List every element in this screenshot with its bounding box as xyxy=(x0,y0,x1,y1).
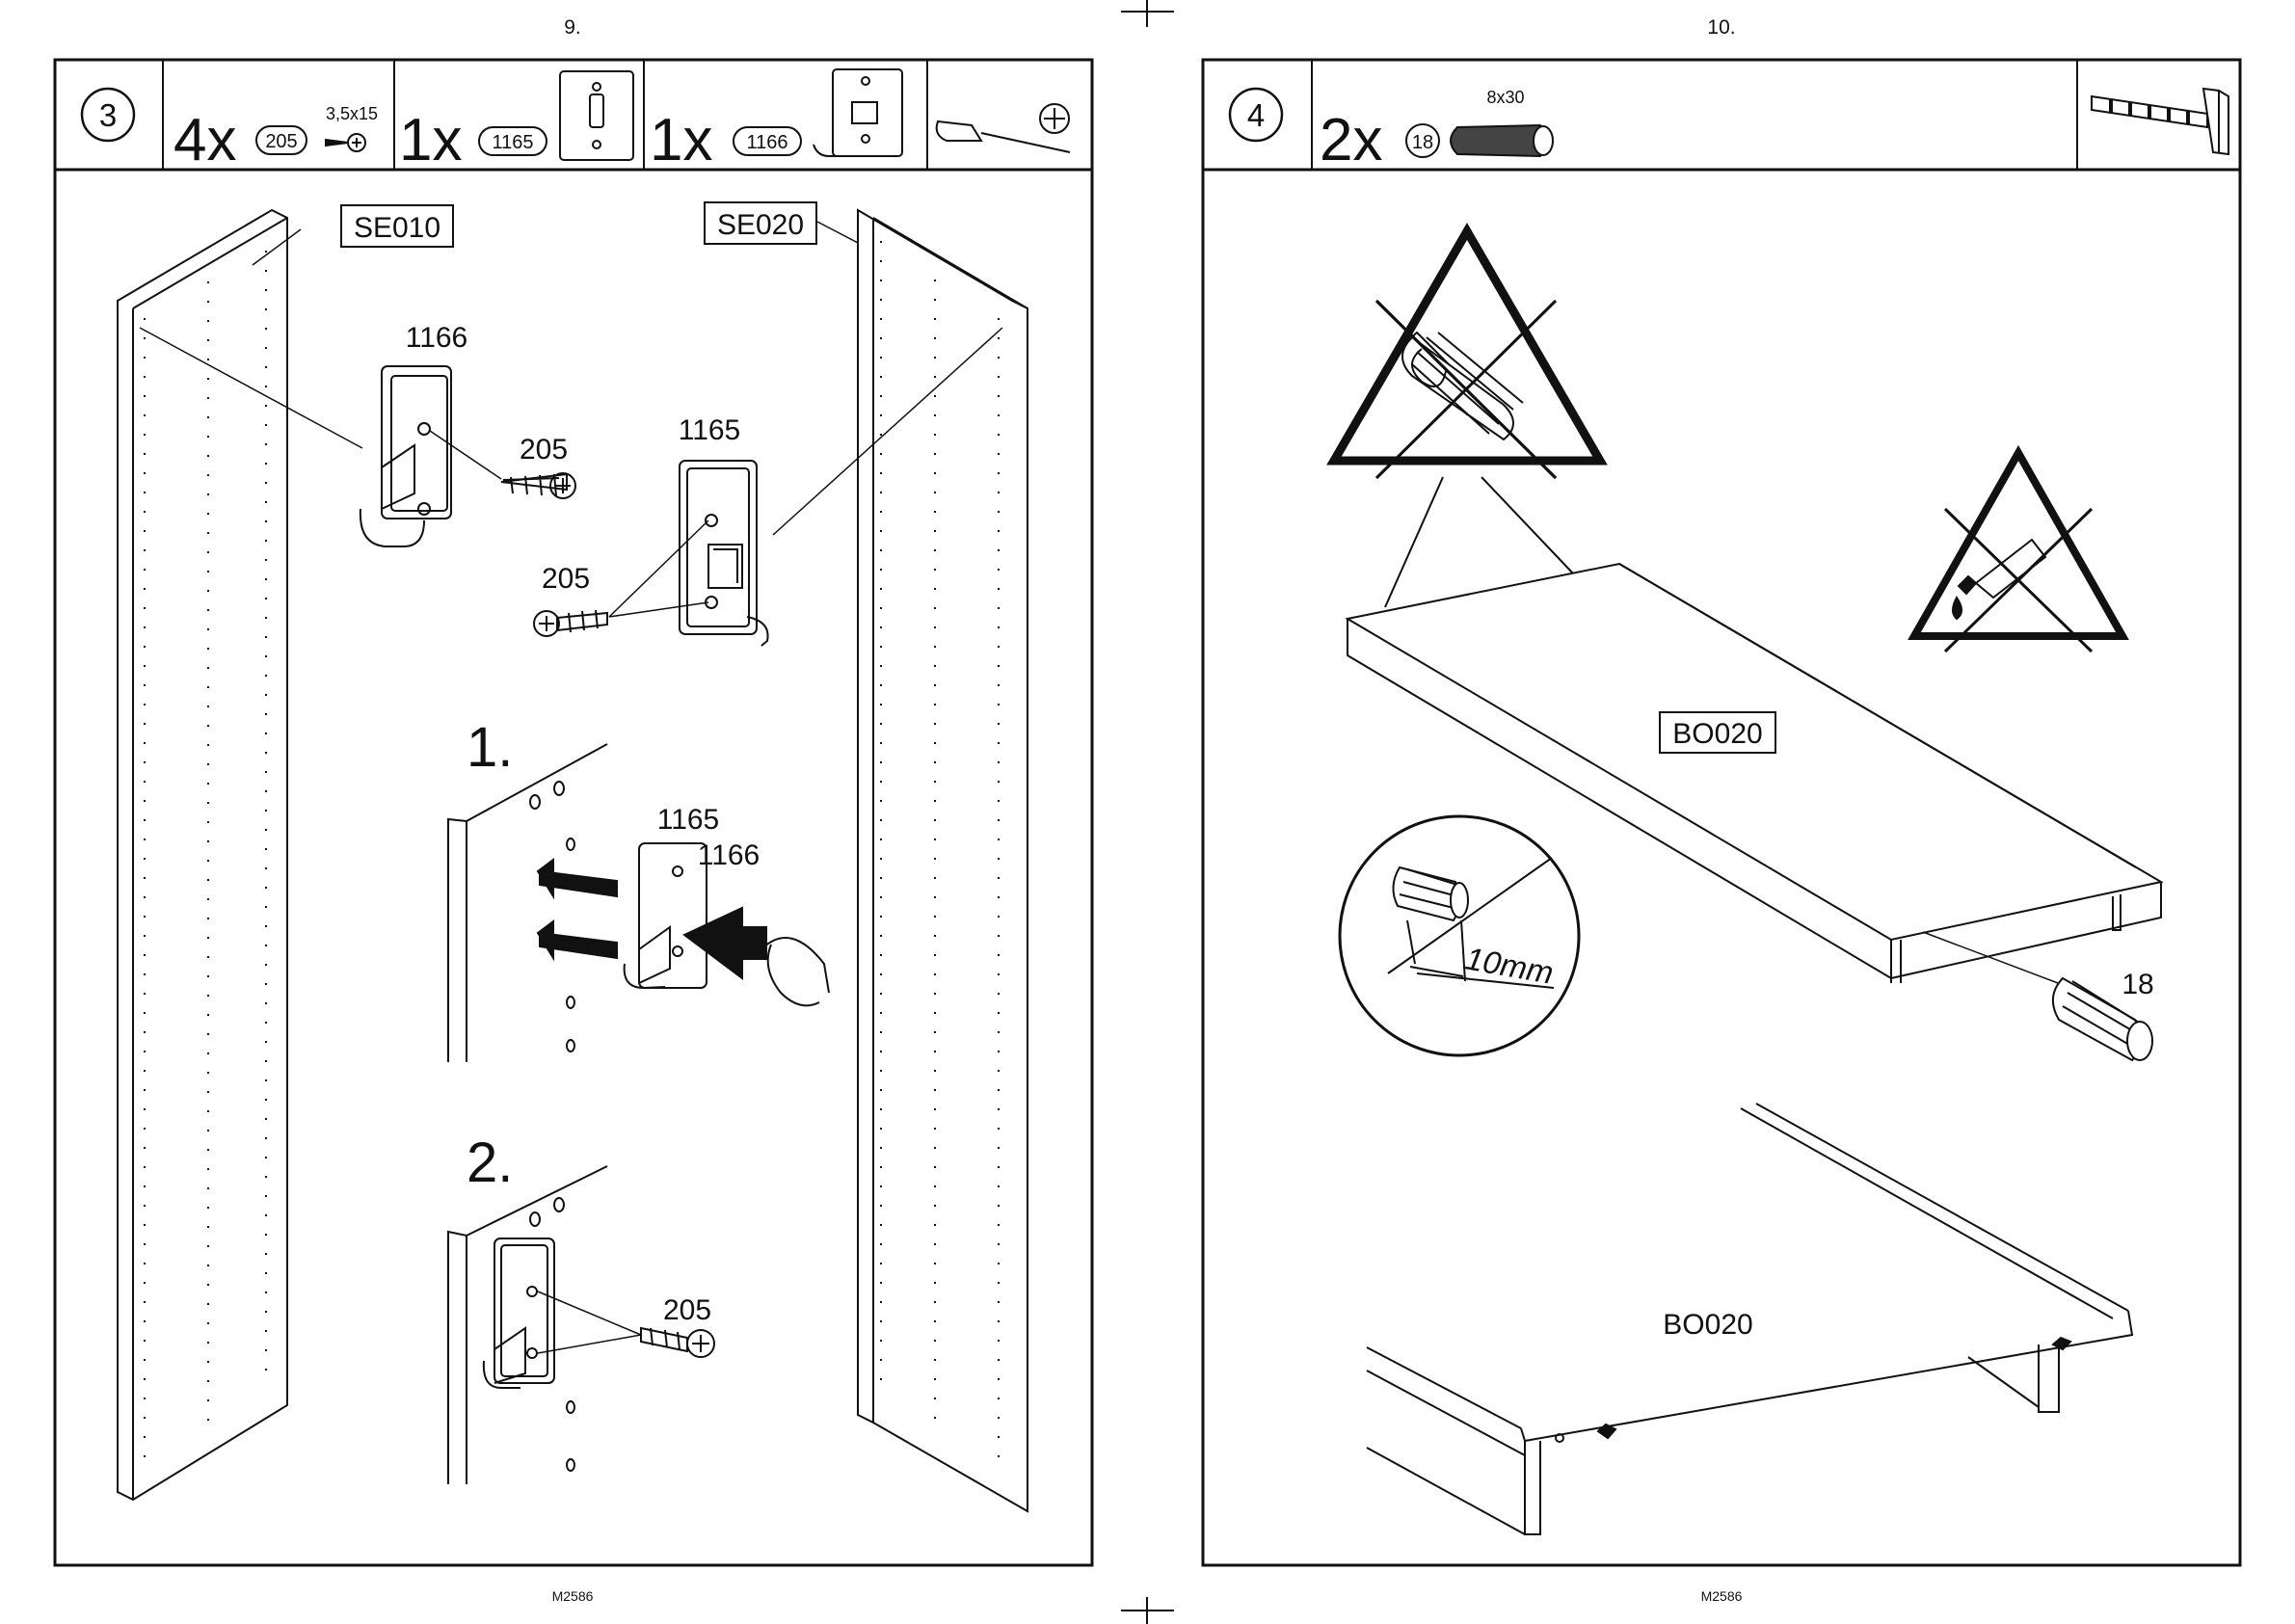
part-cell-bracket-1166: 1x 1166 xyxy=(650,69,902,173)
footer-code-right: M2586 xyxy=(1701,1588,1743,1604)
sub-step-1: 1. xyxy=(467,716,513,779)
label-205-a: 205 xyxy=(520,434,568,466)
step-number: 3 xyxy=(99,97,117,133)
part-cell-bracket-1165: 1x 1165 xyxy=(399,71,633,173)
part-qty: 1x xyxy=(399,107,462,173)
part-code: 1166 xyxy=(746,132,787,153)
panel-label-se020: SE020 xyxy=(717,209,804,241)
page-frame-left xyxy=(55,60,1092,1565)
part-code: 18 xyxy=(1412,132,1433,153)
bracket-1165-icon xyxy=(560,71,633,160)
board-label-bottom: BO020 xyxy=(1663,1309,1752,1341)
label-sub1-1165: 1165 xyxy=(657,804,720,836)
part-size: 8x30 xyxy=(1486,88,1524,107)
page-number-right: 10. xyxy=(1707,16,1735,39)
dowel-depth-detail xyxy=(1340,816,1579,1055)
shelf-board-top xyxy=(1348,564,2161,983)
part-cell-dowel-18: 2x 18 8x30 xyxy=(1320,88,1553,173)
sub-step-1-illustration xyxy=(448,744,829,1062)
no-glue-warning-icon xyxy=(1914,453,2122,652)
side-panel-se020 xyxy=(773,210,1027,1511)
crop-marks xyxy=(1121,0,1174,1624)
panel-label-se010: SE010 xyxy=(354,212,440,244)
page-number-left: 9. xyxy=(564,16,581,39)
label-1166: 1166 xyxy=(406,322,468,354)
dowel-label-18: 18 xyxy=(2122,969,2153,1000)
label-sub2-205: 205 xyxy=(663,1294,711,1326)
depth-label-10mm: 10mm xyxy=(1463,940,1557,990)
part-qty: 1x xyxy=(650,107,712,173)
part-code: 1165 xyxy=(492,132,533,153)
label-sub1-1166: 1166 xyxy=(698,839,761,871)
screwdriver-icon xyxy=(937,104,1070,152)
board-label-top: BO020 xyxy=(1672,718,1762,750)
step-number: 4 xyxy=(1247,97,1265,133)
bracket-1166-icon xyxy=(814,69,902,156)
dowel-icon xyxy=(1451,125,1553,156)
part-code: 205 xyxy=(265,131,297,152)
bracket-1165-detail xyxy=(680,461,768,646)
label-205-b: 205 xyxy=(542,563,590,595)
part-qty: 2x xyxy=(1320,107,1382,173)
part-size: 3,5x15 xyxy=(326,104,378,123)
no-hammer-warning-icon xyxy=(1334,231,1600,478)
step-badge-3: 3 xyxy=(82,89,134,141)
side-panel-se010 xyxy=(118,210,362,1500)
sub-step-2: 2. xyxy=(467,1131,513,1194)
bracket-1166-detail xyxy=(360,366,451,546)
part-qty: 4x xyxy=(173,107,236,173)
part-cell-screw-205: 4x 205 3,5x15 xyxy=(173,104,378,173)
step-badge-4: 4 xyxy=(1230,89,1282,141)
screw-icon xyxy=(326,134,365,151)
footer-code-left: M2586 xyxy=(552,1588,594,1604)
hammer-icon xyxy=(2092,89,2228,154)
label-1165: 1165 xyxy=(679,414,741,446)
